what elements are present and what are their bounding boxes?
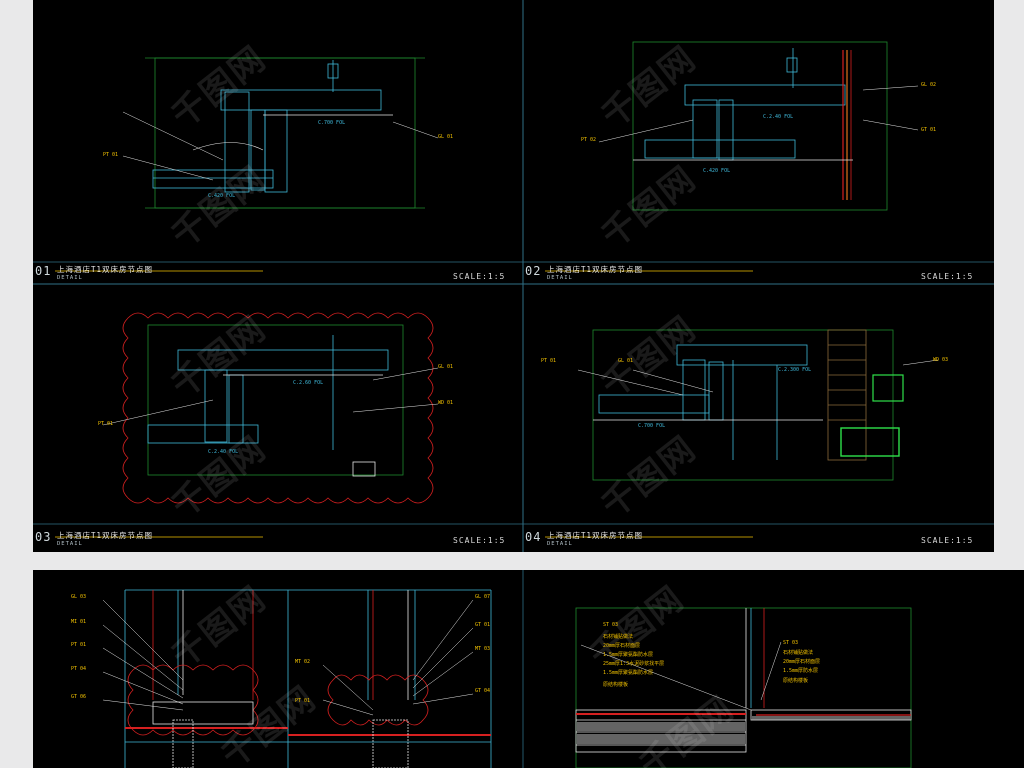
- dim-label: C.2.300 FOL: [778, 367, 812, 373]
- material-tag: WD 03: [933, 357, 949, 363]
- dim-label: C.2.40 FOL: [208, 449, 239, 455]
- detail-subtitle: DETAIL: [547, 541, 573, 547]
- detail-scale: SCALE:1:5: [453, 272, 506, 281]
- note-line: 石材铺贴做法: [783, 650, 814, 656]
- material-tag: GL 02: [921, 82, 937, 88]
- material-tag: ST 03: [783, 640, 799, 646]
- note-line: 1.5mm厚聚氨酯防水层: [603, 652, 654, 658]
- detail-title: 上海酒店T1双床房节点图: [547, 265, 644, 274]
- drawing-sheet-a: 千图网 千图网 千图网 千图网 千图网 千图网 千图网 千图网 C.700 FO…: [33, 0, 994, 552]
- detail-subtitle: DETAIL: [57, 541, 83, 547]
- sheet-a-frame: [33, 0, 994, 552]
- note-line: 1.5mm厚聚氨酯防水层: [603, 670, 654, 676]
- material-tag: GT 04: [475, 688, 491, 694]
- dim-label: C.2.40 FOL: [763, 114, 794, 120]
- detail-scale: SCALE:1:5: [921, 272, 974, 281]
- material-tag: GT 06: [71, 694, 87, 700]
- sheet-b-drawing: [102, 589, 492, 768]
- material-tag: ST 03: [603, 622, 619, 628]
- drawing-sheet-c: 千图网 千图网 ST 03 石材铺贴做法 20mm厚石材面层 1.5mm厚聚氨酯…: [521, 570, 1024, 768]
- material-tag: PT 01: [71, 642, 87, 648]
- material-tag: GL 01: [438, 364, 454, 370]
- material-tag: PT 02: [581, 137, 597, 143]
- material-tag: PT 01: [98, 421, 114, 427]
- material-tag: PT 04: [71, 666, 87, 672]
- note-line: 石材铺贴做法: [603, 634, 634, 640]
- note-line: 20mm厚石材面层: [783, 659, 821, 665]
- detail-title: 上海酒店T1双床房节点图: [57, 531, 154, 540]
- detail-number: 01: [35, 264, 52, 278]
- detail-04-drawing: [577, 329, 939, 481]
- note-line: 原结构楼板: [783, 678, 809, 684]
- material-tag: MI 01: [71, 619, 87, 625]
- dim-label: C.420 FOL: [208, 193, 236, 199]
- drawing-sheet-b: 千图网 千图网 GL 03 MI 01 PT 01 PT 04 GT 06 MT…: [33, 570, 521, 768]
- detail-01-drawing: [122, 57, 439, 209]
- dim-label: C.700 FOL: [318, 120, 346, 126]
- detail-subtitle: DETAIL: [57, 275, 83, 281]
- detail-scale: SCALE:1:5: [921, 536, 974, 545]
- material-tag: GL 07: [475, 594, 491, 600]
- sheet-c-drawing: [522, 570, 912, 768]
- note-line: 1.5mm厚防水层: [783, 668, 819, 674]
- material-tag: GL 03: [71, 594, 87, 600]
- dim-label: C.2.60 FOL: [293, 380, 324, 386]
- material-tag: MT 03: [475, 646, 491, 652]
- dim-label: C.420 FOL: [703, 168, 731, 174]
- detail-02-drawing: [598, 41, 919, 211]
- detail-number: 03: [35, 530, 52, 544]
- material-tag: GT 01: [921, 127, 937, 133]
- detail-number: 04: [525, 530, 542, 544]
- detail-03-drawing: [102, 312, 439, 504]
- note-line: 25mm厚1:3水泥砂浆找平层: [603, 661, 665, 667]
- floor-hatch: [577, 716, 910, 744]
- material-tag: GT 01: [475, 622, 491, 628]
- material-tag: WD 01: [438, 400, 454, 406]
- material-tag: GL 01: [618, 358, 634, 364]
- detail-number: 02: [525, 264, 542, 278]
- dim-label: C.700 FOL: [638, 423, 666, 429]
- material-tag: MT 02: [295, 659, 311, 665]
- detail-scale: SCALE:1:5: [453, 536, 506, 545]
- detail-subtitle: DETAIL: [547, 275, 573, 281]
- detail-title: 上海酒店T1双床房节点图: [57, 265, 154, 274]
- note-line: 20mm厚石材面层: [603, 643, 641, 649]
- note-line: 原结构楼板: [603, 682, 629, 688]
- material-tag: PT 01: [295, 698, 311, 704]
- material-tag: GL 01: [438, 134, 454, 140]
- material-tag: PT 01: [541, 358, 557, 364]
- material-tag: PT 01: [103, 152, 119, 158]
- detail-title: 上海酒店T1双床房节点图: [547, 531, 644, 540]
